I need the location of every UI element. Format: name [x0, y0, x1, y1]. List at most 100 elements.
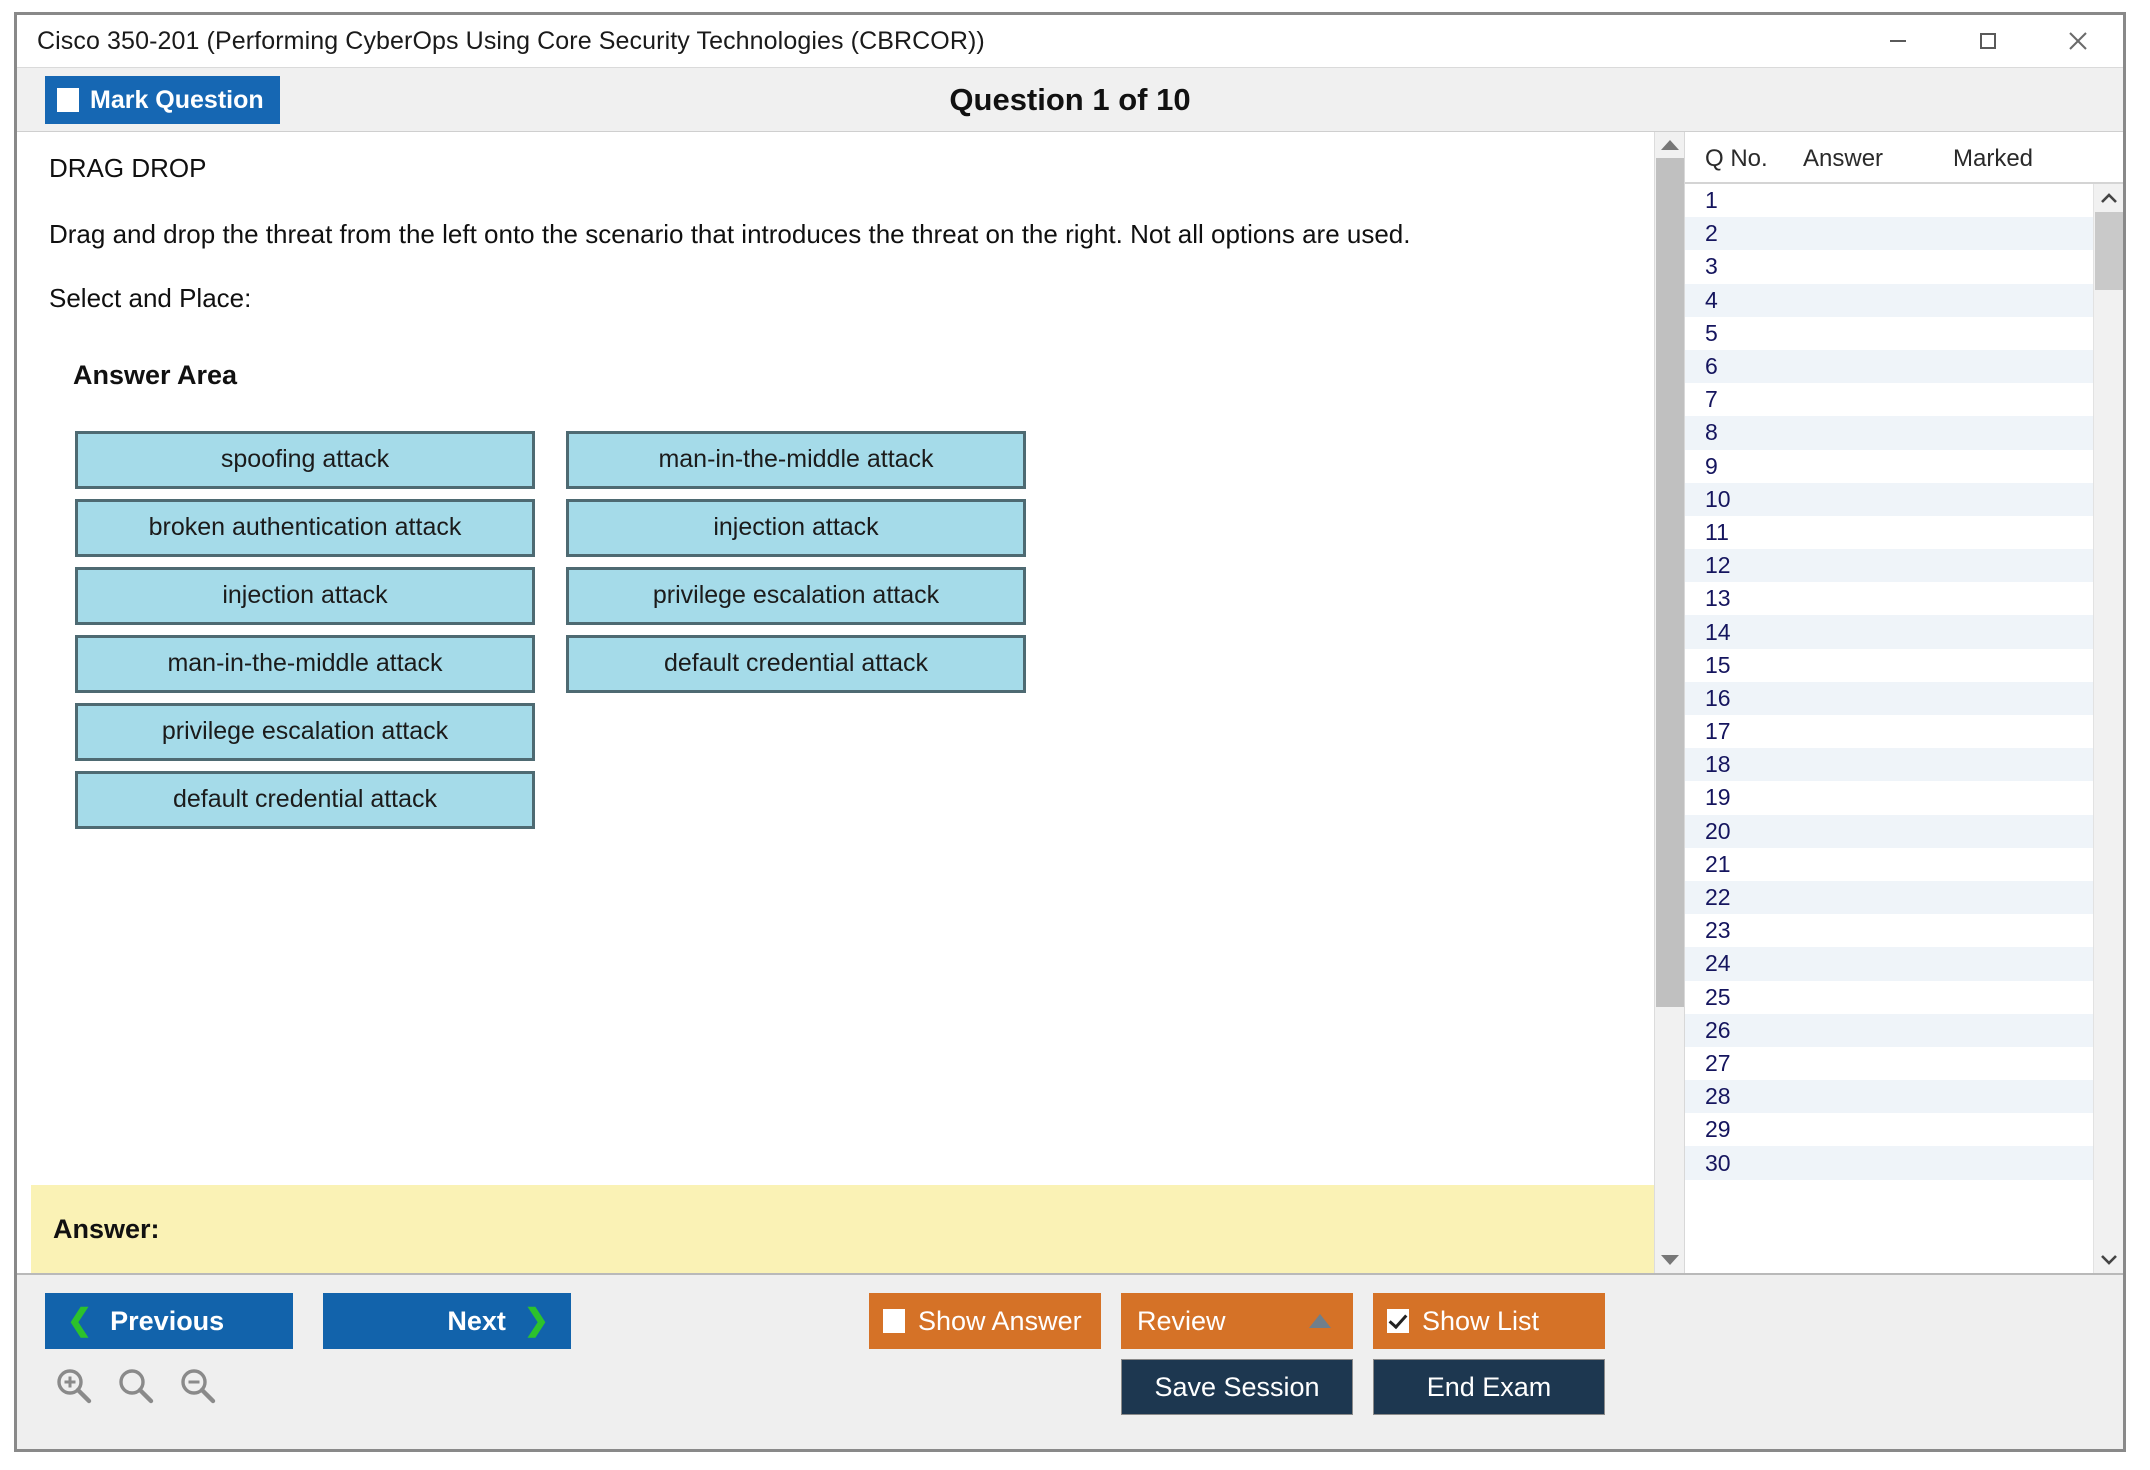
table-row[interactable]: 20 — [1685, 814, 2093, 848]
row-question-number: 11 — [1705, 518, 1729, 545]
question-counter: Question 1 of 10 — [949, 81, 1191, 117]
zoom-out-button[interactable] — [175, 1363, 221, 1409]
drag-source-column: spoofing attack broken authentication at… — [75, 430, 535, 839]
close-button[interactable] — [2033, 15, 2123, 67]
table-row[interactable]: 4 — [1685, 283, 2093, 317]
table-row[interactable]: 11 — [1685, 515, 2093, 550]
question-list-header: Q No. Answer Marked — [1685, 136, 2123, 184]
row-question-number: 8 — [1705, 419, 1718, 446]
table-row[interactable]: 13 — [1685, 582, 2093, 616]
question-scroll-thumb[interactable] — [1655, 158, 1684, 1008]
table-row[interactable]: 26 — [1685, 1013, 2093, 1047]
exam-toolbar: Mark Question Question 1 of 10 — [17, 67, 2123, 131]
triangle-down-icon — [1660, 1255, 1679, 1265]
drop-target[interactable]: default credential attack — [566, 634, 1026, 693]
question-scrollbar[interactable] — [1654, 132, 1684, 1273]
triangle-up-icon — [1309, 1314, 1331, 1328]
mark-question-button[interactable]: Mark Question — [45, 76, 280, 124]
table-row[interactable]: 29 — [1685, 1113, 2093, 1147]
drop-target[interactable]: privilege escalation attack — [566, 566, 1026, 625]
end-exam-button[interactable]: End Exam — [1373, 1359, 1605, 1415]
list-scroll-up-button[interactable] — [2094, 184, 2124, 212]
table-row[interactable]: 25 — [1685, 980, 2093, 1014]
scroll-up-button[interactable] — [1655, 132, 1685, 158]
table-row[interactable]: 23 — [1685, 914, 2093, 948]
table-row[interactable]: 28 — [1685, 1080, 2093, 1114]
table-row[interactable]: 5 — [1685, 316, 2093, 350]
review-dropdown-button[interactable]: Review — [1121, 1293, 1353, 1349]
list-scroll-thumb[interactable] — [2094, 212, 2123, 290]
row-question-number: 15 — [1705, 651, 1731, 678]
show-list-checkbox[interactable] — [1387, 1309, 1409, 1333]
drag-option[interactable]: man-in-the-middle attack — [75, 634, 535, 693]
chevron-left-icon: ❮ — [67, 1304, 93, 1337]
table-row[interactable]: 30 — [1685, 1146, 2093, 1180]
list-scroll-down-button[interactable] — [2094, 1245, 2124, 1273]
drop-target[interactable]: injection attack — [566, 498, 1026, 557]
row-question-number: 5 — [1705, 319, 1718, 346]
list-scroll-track[interactable] — [2094, 212, 2124, 1245]
list-scrollbar[interactable] — [2093, 184, 2123, 1273]
show-answer-checkbox[interactable] — [883, 1309, 905, 1333]
row-question-number: 29 — [1705, 1116, 1731, 1143]
row-question-number: 3 — [1705, 253, 1718, 280]
previous-label: Previous — [110, 1305, 225, 1336]
scroll-down-button[interactable] — [1655, 1247, 1685, 1273]
drag-option[interactable]: injection attack — [75, 566, 535, 625]
drag-option[interactable]: default credential attack — [75, 770, 535, 829]
maximize-button[interactable] — [1943, 15, 2033, 67]
table-row[interactable]: 17 — [1685, 715, 2093, 749]
window-controls — [1853, 15, 2123, 67]
table-row[interactable]: 22 — [1685, 880, 2093, 915]
table-row[interactable]: 14 — [1685, 615, 2093, 649]
zoom-reset-button[interactable] — [113, 1363, 159, 1409]
table-row[interactable]: 8 — [1685, 416, 2093, 450]
save-session-button[interactable]: Save Session — [1121, 1359, 1353, 1415]
table-row[interactable]: 19 — [1685, 781, 2093, 815]
question-instruction: Drag and drop the threat from the left o… — [49, 218, 1411, 249]
zoom-in-button[interactable] — [51, 1363, 97, 1409]
show-answer-button[interactable]: Show Answer — [869, 1293, 1101, 1349]
row-question-number: 28 — [1705, 1083, 1731, 1110]
table-row[interactable]: 24 — [1685, 947, 2093, 981]
drag-option[interactable]: privilege escalation attack — [75, 702, 535, 761]
minimize-button[interactable] — [1853, 15, 1943, 67]
mark-question-checkbox[interactable] — [57, 88, 79, 112]
exam-window: Cisco 350-201 (Performing CyberOps Using… — [14, 12, 2126, 1452]
column-header-answer: Answer — [1803, 145, 1884, 172]
drag-option[interactable]: broken authentication attack — [75, 498, 535, 557]
table-row[interactable]: 7 — [1685, 383, 2093, 417]
table-row[interactable]: 15 — [1685, 648, 2093, 682]
table-row[interactable]: 16 — [1685, 681, 2093, 715]
table-row[interactable]: 18 — [1685, 748, 2093, 782]
row-question-number: 17 — [1705, 718, 1731, 745]
show-list-button[interactable]: Show List — [1373, 1293, 1605, 1349]
answer-label: Answer: — [53, 1213, 160, 1244]
chevron-down-icon — [2100, 1255, 2117, 1265]
row-question-number: 23 — [1705, 917, 1731, 944]
row-question-number: 22 — [1705, 884, 1731, 911]
table-row[interactable]: 3 — [1685, 250, 2093, 284]
chevron-up-icon — [2100, 193, 2117, 203]
row-question-number: 1 — [1705, 187, 1718, 214]
row-question-number: 27 — [1705, 1049, 1731, 1076]
table-row[interactable]: 21 — [1685, 847, 2093, 881]
answer-bar: Answer: — [31, 1185, 1671, 1273]
minimize-icon — [1890, 40, 1906, 42]
table-row[interactable]: 2 — [1685, 217, 2093, 251]
table-row[interactable]: 12 — [1685, 549, 2093, 583]
previous-button[interactable]: ❮ Previous — [45, 1293, 293, 1349]
drop-target[interactable]: man-in-the-middle attack — [566, 430, 1026, 489]
table-row[interactable]: 6 — [1685, 349, 2093, 384]
table-row[interactable]: 1 — [1685, 184, 2093, 218]
next-button[interactable]: Next ❯ — [323, 1293, 571, 1349]
question-scroll-track[interactable] — [1655, 158, 1685, 1247]
table-row[interactable]: 27 — [1685, 1046, 2093, 1081]
table-row[interactable]: 10 — [1685, 482, 2093, 516]
column-header-qno: Q No. — [1705, 145, 1768, 172]
drag-option[interactable]: spoofing attack — [75, 430, 535, 489]
table-row[interactable]: 9 — [1685, 449, 2093, 483]
row-question-number: 2 — [1705, 220, 1718, 247]
